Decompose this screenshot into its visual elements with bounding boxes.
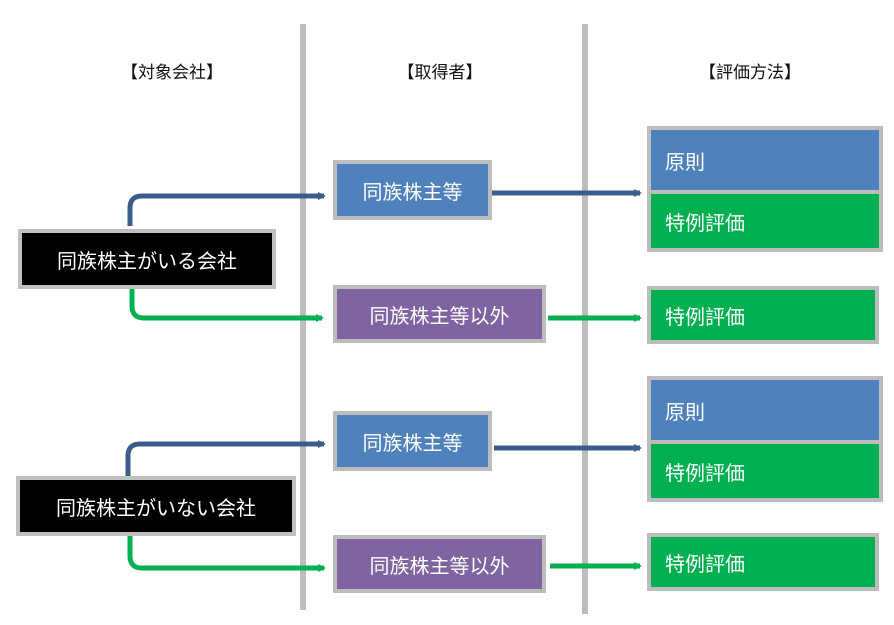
acquirer-bottom-other: 同族株主等以外 — [333, 535, 546, 593]
method-special-evaluation: 特例評価 — [651, 290, 875, 340]
arrow-top-to-family — [127, 192, 326, 226]
method-principle: 原則 — [651, 380, 879, 440]
method-group-top-other: 特例評価 — [647, 286, 879, 344]
arrow-bottom-to-others — [127, 536, 326, 572]
method-group-bottom-other: 特例評価 — [647, 533, 879, 591]
method-group-bottom-family: 原則 特例評価 — [647, 376, 883, 502]
company-with-family-shareholders: 同族株主がいる会社 — [18, 229, 276, 289]
method-special-evaluation: 特例評価 — [651, 537, 875, 587]
method-special-evaluation: 特例評価 — [651, 194, 879, 248]
acquirer-bottom-family: 同族株主等 — [333, 411, 492, 471]
header-target-company: 【対象会社】 — [121, 63, 223, 83]
method-special-evaluation: 特例評価 — [651, 444, 879, 498]
arrow-bottom-to-family — [125, 440, 326, 476]
acquirer-top-family: 同族株主等 — [333, 160, 492, 220]
acquirer-top-other: 同族株主等以外 — [333, 285, 546, 343]
company-without-family-shareholders: 同族株主がいない会社 — [16, 476, 296, 536]
method-group-top-family: 原則 特例評価 — [647, 126, 883, 252]
method-principle: 原則 — [651, 130, 879, 190]
arrow-top-to-others — [129, 288, 324, 322]
header-acquirer: 【取得者】 — [397, 63, 483, 83]
header-evaluation-method: 【評価方法】 — [699, 63, 801, 83]
